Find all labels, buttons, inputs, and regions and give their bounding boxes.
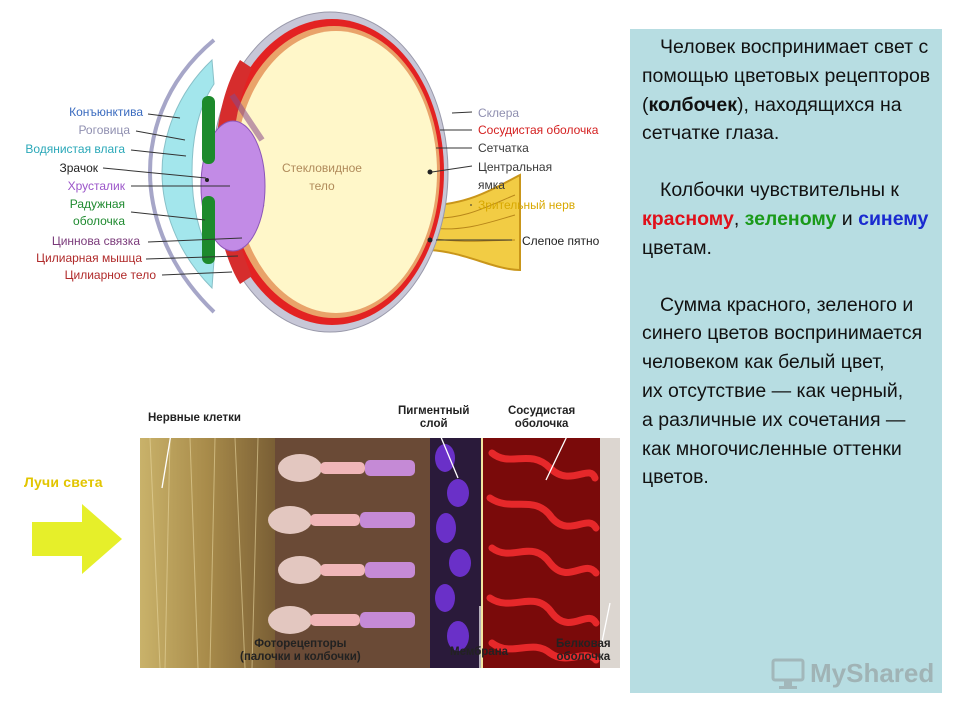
sclera-layer-label-line1: Белковая xyxy=(556,638,611,650)
paragraph-combinations: а различные их сочетания — как многочисл… xyxy=(642,408,906,489)
photoreceptors-label: Фоторецепторы (палочки и колбочки) xyxy=(240,638,361,664)
retina-cross-section xyxy=(140,438,620,668)
watermark-text: MyShared xyxy=(810,658,935,688)
label-lens: Хрусталик xyxy=(67,179,125,193)
paragraph-absence: их отсутствие — как черный, xyxy=(642,379,904,402)
comma-separator: , xyxy=(733,207,745,230)
word-red: красному xyxy=(642,207,734,230)
pigment-layer-label-line1: Пигментный xyxy=(398,405,470,417)
label-optic-nerve: Зрительный нерв xyxy=(478,198,576,212)
label-sclera: Склера xyxy=(478,106,520,120)
paragraph-sensitivity-text-a: Колбочки чувствительны к xyxy=(660,179,899,202)
iris-upper xyxy=(202,96,215,164)
paragraph-sum: Сумма красного, зеленого и синего цветов… xyxy=(642,293,923,374)
vascular-layer-label-line2: оболочка xyxy=(514,418,569,430)
label-ciliary-muscle: Цилиарная мышца xyxy=(36,251,142,265)
sclera-layer-label: Белковая оболочка xyxy=(556,638,611,664)
vitreous-body xyxy=(235,31,437,313)
label-iris-1: Радужная xyxy=(69,197,125,211)
pigment-layer-label: Пигментный слой xyxy=(398,405,469,431)
word-green: зеленому xyxy=(744,207,837,230)
paragraph-sensitivity-text-b: цветам. xyxy=(642,236,712,259)
vascular-layer-label: Сосудистая оболочка xyxy=(508,405,575,431)
optic-nerve xyxy=(429,173,521,272)
nerve-cells-label: Нервные клетки xyxy=(148,412,241,424)
label-zonule: Циннова связка xyxy=(51,234,140,248)
label-choroid: Сосудистая оболочка xyxy=(478,123,599,137)
vascular-layer-label-line1: Сосудистая xyxy=(508,405,576,417)
photoreceptors-label-line1: Фоторецепторы xyxy=(254,638,347,650)
light-rays-label: Лучи света xyxy=(24,474,103,490)
paragraph-sensitivity: Колбочки чувствительны к красному, зелен… xyxy=(642,176,932,262)
monitor-logo-icon xyxy=(771,658,805,689)
photoreceptors-label-line2: (палочки и колбочки) xyxy=(240,651,361,663)
label-ciliary-body: Цилиарное тело xyxy=(64,268,156,282)
paragraph-cones-text-b: ), находящихся на сетчатке глаза. xyxy=(642,93,902,145)
cornea xyxy=(147,38,216,314)
label-fovea-2: ямка xyxy=(478,178,505,192)
iris-lower xyxy=(202,196,215,264)
light-arrow-icon xyxy=(32,504,122,574)
paragraph-cones: Человек воспринимает свет с помощью цвет… xyxy=(642,33,932,148)
paragraph-cones-text-a: Человек воспринимает свет с помощью цвет… xyxy=(642,36,931,116)
cones-term: колбочек xyxy=(648,93,737,116)
info-text-panel: Человек воспринимает свет с помощью цвет… xyxy=(630,29,942,693)
label-conjunctiva: Конъюнктива xyxy=(69,105,143,119)
sclera-layer-label-line2: оболочка xyxy=(556,651,611,663)
label-cornea: Роговица xyxy=(78,123,130,137)
label-retina: Сетчатка xyxy=(478,141,529,155)
pigment-layer-label-line2: слой xyxy=(419,418,448,430)
label-blind-spot: Слепое пятно xyxy=(522,234,600,248)
word-blue: синему xyxy=(858,207,929,230)
vitreous-label-1: Стекловидное xyxy=(282,161,362,175)
label-pupil: Зрачок xyxy=(59,161,98,175)
label-fovea-1: Центральная xyxy=(478,160,553,174)
and-separator: и xyxy=(836,207,859,230)
vitreous-label-2: тело xyxy=(309,179,335,193)
label-iris-2: оболочка xyxy=(73,214,125,228)
label-aqueous-humor: Водянистая влага xyxy=(25,142,125,156)
watermark: MyShared xyxy=(770,654,934,694)
membrane-label: Мембрана xyxy=(450,646,509,658)
eye-diagram: Стекловидное тело xyxy=(102,11,521,333)
